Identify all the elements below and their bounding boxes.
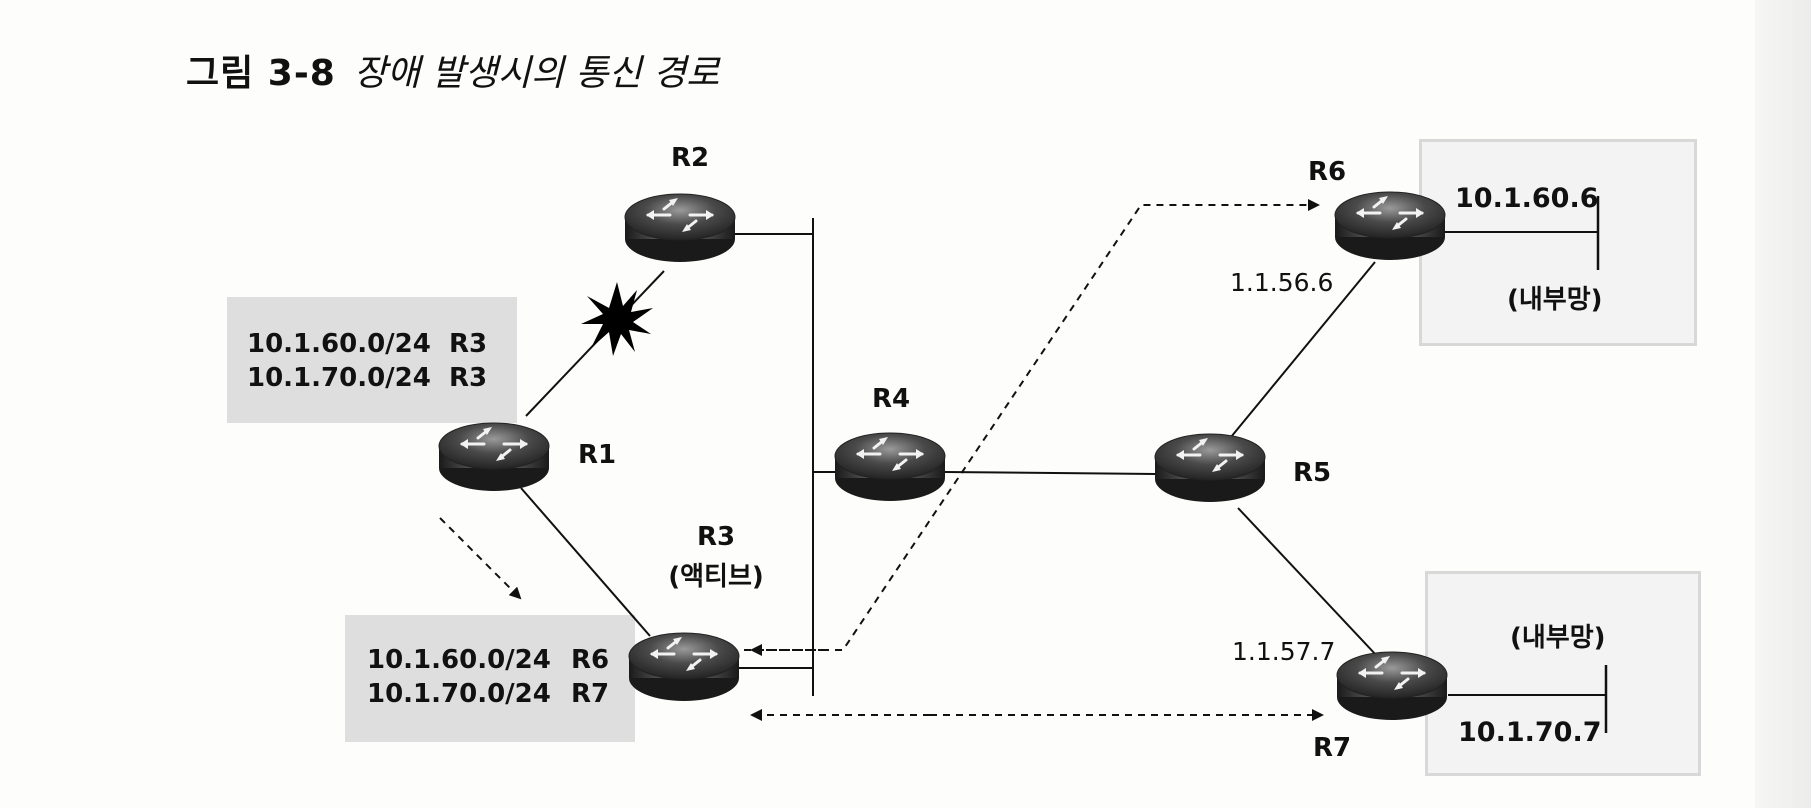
interface-r6-uplink: 1.1.56.6 <box>1230 268 1334 297</box>
router-r1-icon <box>437 421 551 493</box>
link-r5-r6 <box>1230 261 1376 438</box>
router-label-r5: R5 <box>1293 458 1332 488</box>
router-label-r6: R6 <box>1308 157 1347 187</box>
page-edge-shadow <box>1755 0 1811 808</box>
failure-burst-icon <box>581 282 653 356</box>
route-next-hop: R6 <box>571 645 610 675</box>
router-label-r7: R7 <box>1313 733 1352 763</box>
internal-net-top-address: 10.1.60.6 <box>1455 183 1599 214</box>
interface-r7-uplink: 1.1.57.7 <box>1232 637 1336 666</box>
router-label-r2: R2 <box>671 143 710 173</box>
router-label-r1: R1 <box>578 440 617 470</box>
route-next-hop: R3 <box>449 329 488 359</box>
router-label-r3: R3 <box>696 522 736 552</box>
figure-caption: 장애 발생시의 통신 경로 <box>353 53 720 94</box>
route-network: 10.1.60.0/24 <box>367 645 551 675</box>
table-update-arrow-icon <box>439 517 522 600</box>
internal-net-box-top <box>1419 139 1697 346</box>
internal-net-bottom-label: (내부망) <box>1510 623 1606 653</box>
router-r2-icon <box>623 192 737 264</box>
link-r5-r7 <box>1237 507 1378 657</box>
route-network: 10.1.70.0/24 <box>367 679 551 709</box>
router-r4-icon <box>833 431 947 503</box>
route-next-hop: R7 <box>571 679 610 709</box>
router-r3-state: (액티브) <box>668 562 764 592</box>
route-network: 10.1.70.0/24 <box>247 363 431 393</box>
internal-net-box-bottom <box>1425 571 1701 776</box>
router-r3-icon <box>627 631 741 703</box>
figure-title: 그림 3-8 장애 발생시의 통신 경로 <box>186 44 719 96</box>
link-r4-r5 <box>944 471 1156 475</box>
link-r1-r3 <box>520 487 651 637</box>
route-next-hop: R3 <box>449 363 488 393</box>
routing-table-after: 10.1.60.0/24 R6 10.1.70.0/24 R7 <box>345 615 635 742</box>
router-label-r4: R4 <box>872 384 911 414</box>
path-to-r6-arrow-icon <box>744 199 1320 651</box>
internal-net-bottom-address: 10.1.70.7 <box>1458 717 1602 748</box>
internal-net-top-label: (내부망) <box>1507 285 1603 315</box>
router-r5-icon <box>1153 432 1267 504</box>
router-r7-icon <box>1335 650 1449 722</box>
router-r6-icon <box>1333 190 1447 262</box>
route-network: 10.1.60.0/24 <box>247 329 431 359</box>
figure-number: 그림 3-8 <box>186 53 336 94</box>
routing-table-before: 10.1.60.0/24 R3 10.1.70.0/24 R3 <box>227 297 517 423</box>
